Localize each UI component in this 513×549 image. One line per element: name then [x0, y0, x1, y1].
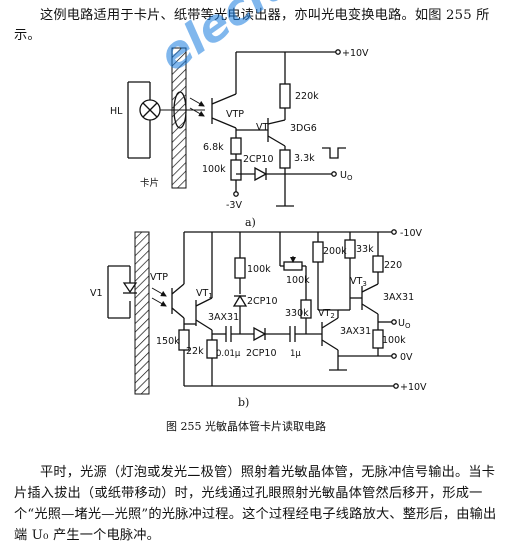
vt2-type: 3AX31: [340, 326, 371, 337]
output-label-b: UO: [398, 318, 411, 330]
diode-label-b-2: 2CP10: [246, 348, 277, 359]
r-100k-b-right: 100k: [382, 335, 406, 346]
vt3-label: VT3: [350, 276, 367, 288]
diode-label-b-1: 2CP10: [247, 296, 278, 307]
supply-label-b-top: -10V: [400, 228, 423, 239]
cap-0-01u: 0.01μ: [216, 349, 241, 359]
phototransistor-vtp-a: VTP: [211, 93, 244, 129]
card-label: 卡片: [140, 177, 159, 189]
supply-label-a-top: +10V: [342, 48, 369, 59]
r-3-3k-a: 3.3k: [294, 153, 315, 164]
transistor-vt-a: VT 3DG6: [256, 118, 317, 147]
r-220: 220: [384, 260, 402, 271]
vt-label-a: VT: [256, 122, 268, 133]
vt-type-a: 3DG6: [290, 123, 317, 134]
r-330k: 330k: [285, 308, 309, 319]
r-200k: 200k: [323, 246, 347, 257]
pot-label: 100k: [286, 275, 310, 286]
figure-a-label: a): [245, 216, 256, 229]
figure-b: V1 VTP -10V VT1 3AX31 150k: [90, 228, 427, 409]
phototransistor-vtp-b: VTP: [150, 272, 185, 319]
vt1-label: VT1: [196, 288, 213, 300]
r-220k-a: 220k: [295, 91, 319, 102]
r-150k: 150k: [156, 336, 180, 347]
figure-caption: 图 255 光敏晶体管卡片读取电路: [166, 419, 326, 433]
led-v1: V1: [90, 265, 138, 319]
diode-label-a: 2CP10: [243, 154, 274, 165]
r-33k: 33k: [356, 244, 374, 255]
output-label-a: UO: [340, 170, 353, 182]
intro-paragraph: 这例电路适用于卡片、纸带等光电读出器，亦叫光电变换电路。如图 255 所示。: [14, 8, 490, 43]
r-100k-a: 100k: [202, 164, 226, 175]
card-strip-b: [134, 231, 150, 395]
potentiometer-100k: 100k: [279, 232, 310, 300]
r-6-8k-a: 6.8k: [203, 142, 224, 153]
r-22k: 22k: [186, 346, 204, 357]
vt3-type: 3AX31: [383, 292, 414, 303]
supply-label-b-mid: 0V: [400, 352, 413, 363]
cap-1u: 1μ: [290, 349, 301, 359]
outro-paragraph: 平时，光源（灯泡或发光二极管）照射着光敏晶体管，无脉冲信号输出。当卡片插入拔出（…: [14, 465, 497, 543]
transistor-vt1: VT1 3AX31: [195, 288, 239, 331]
vtp-label-b: VTP: [150, 272, 168, 283]
lamp-hl: HL: [110, 81, 161, 159]
led-label: V1: [90, 288, 103, 299]
transistor-vt3: VT3 3AX31: [350, 276, 414, 315]
supply-label-a-bottom: -3V: [226, 200, 242, 211]
vtp-label-a: VTP: [226, 109, 244, 120]
lamp-label: HL: [110, 106, 123, 117]
figure-b-label: b): [238, 396, 249, 409]
vt2-label: VT2: [318, 308, 335, 320]
figure-a: HL 卡片 VTP +10V 220k VT: [110, 47, 369, 229]
r-100k-b-left: 100k: [247, 264, 271, 275]
transistor-vt2: VT2 3AX31: [318, 308, 371, 351]
supply-label-b-bottom: +10V: [400, 382, 427, 393]
vt1-type: 3AX31: [208, 312, 239, 323]
pulse-icon: [322, 147, 346, 159]
